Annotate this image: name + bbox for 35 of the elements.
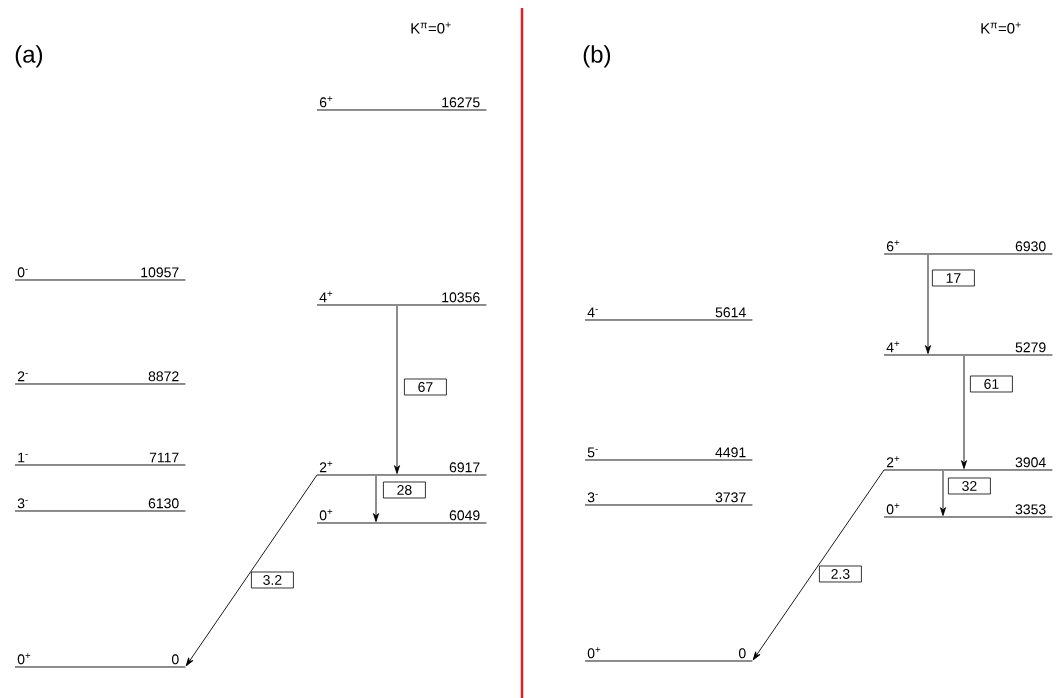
energy-level: 2$^{+}$ 3904: [883, 456, 1053, 471]
edge-label: 32: [948, 477, 991, 495]
transition-arrow: [925, 254, 931, 354]
edge-label: 2.3: [819, 565, 862, 583]
band-label: K$^{π}$=0$^{+}$: [981, 22, 1021, 34]
energy-level: 4$^{+}$ 10356: [316, 291, 487, 306]
energy-level: 1$^{-}$ 7117: [14, 452, 186, 466]
energy-level: 0$^{-}$ 10957: [14, 267, 186, 281]
panel-label: (a): [15, 45, 43, 68]
energy-level: 3$^{-}$ 3737: [584, 492, 753, 506]
edge-label: 17: [932, 269, 975, 287]
edge-label: 61: [970, 375, 1013, 393]
edge-label: 28: [383, 481, 426, 499]
energy-level: 2$^{+}$ 6917: [316, 461, 487, 476]
energy-level: 6$^{+}$ 6930: [883, 240, 1053, 255]
edge-label: 67: [404, 378, 447, 396]
transition-arrow: [373, 475, 379, 522]
energy-level: 4$^{+}$ 5279: [883, 341, 1053, 356]
energy-level: 0$^{+}$ 0: [14, 653, 186, 668]
energy-level: 3$^{-}$ 6130: [14, 498, 186, 512]
transition-arrow: [185, 474, 318, 667]
energy-level: 0$^{+}$ 3353: [883, 503, 1053, 518]
transition-arrow: [961, 355, 967, 469]
transition-arrow: [752, 469, 885, 661]
energy-level: 5$^{-}$ 4491: [584, 447, 753, 461]
transition-arrow: [394, 305, 400, 474]
panel-label: (b): [583, 45, 611, 68]
edge-label: 3.2: [251, 571, 294, 589]
energy-level: 0$^{+}$ 0: [584, 647, 753, 662]
energy-level: 6$^{+}$ 16275: [316, 96, 487, 111]
transition-arrow: [940, 470, 946, 516]
band-label: K$^{π}$=0$^{+}$: [411, 22, 451, 34]
energy-level: 4$^{-}$ 5614: [584, 307, 753, 321]
energy-level: 2$^{-}$ 8872: [14, 371, 186, 385]
energy-level: 0$^{+}$ 6049: [316, 509, 487, 524]
